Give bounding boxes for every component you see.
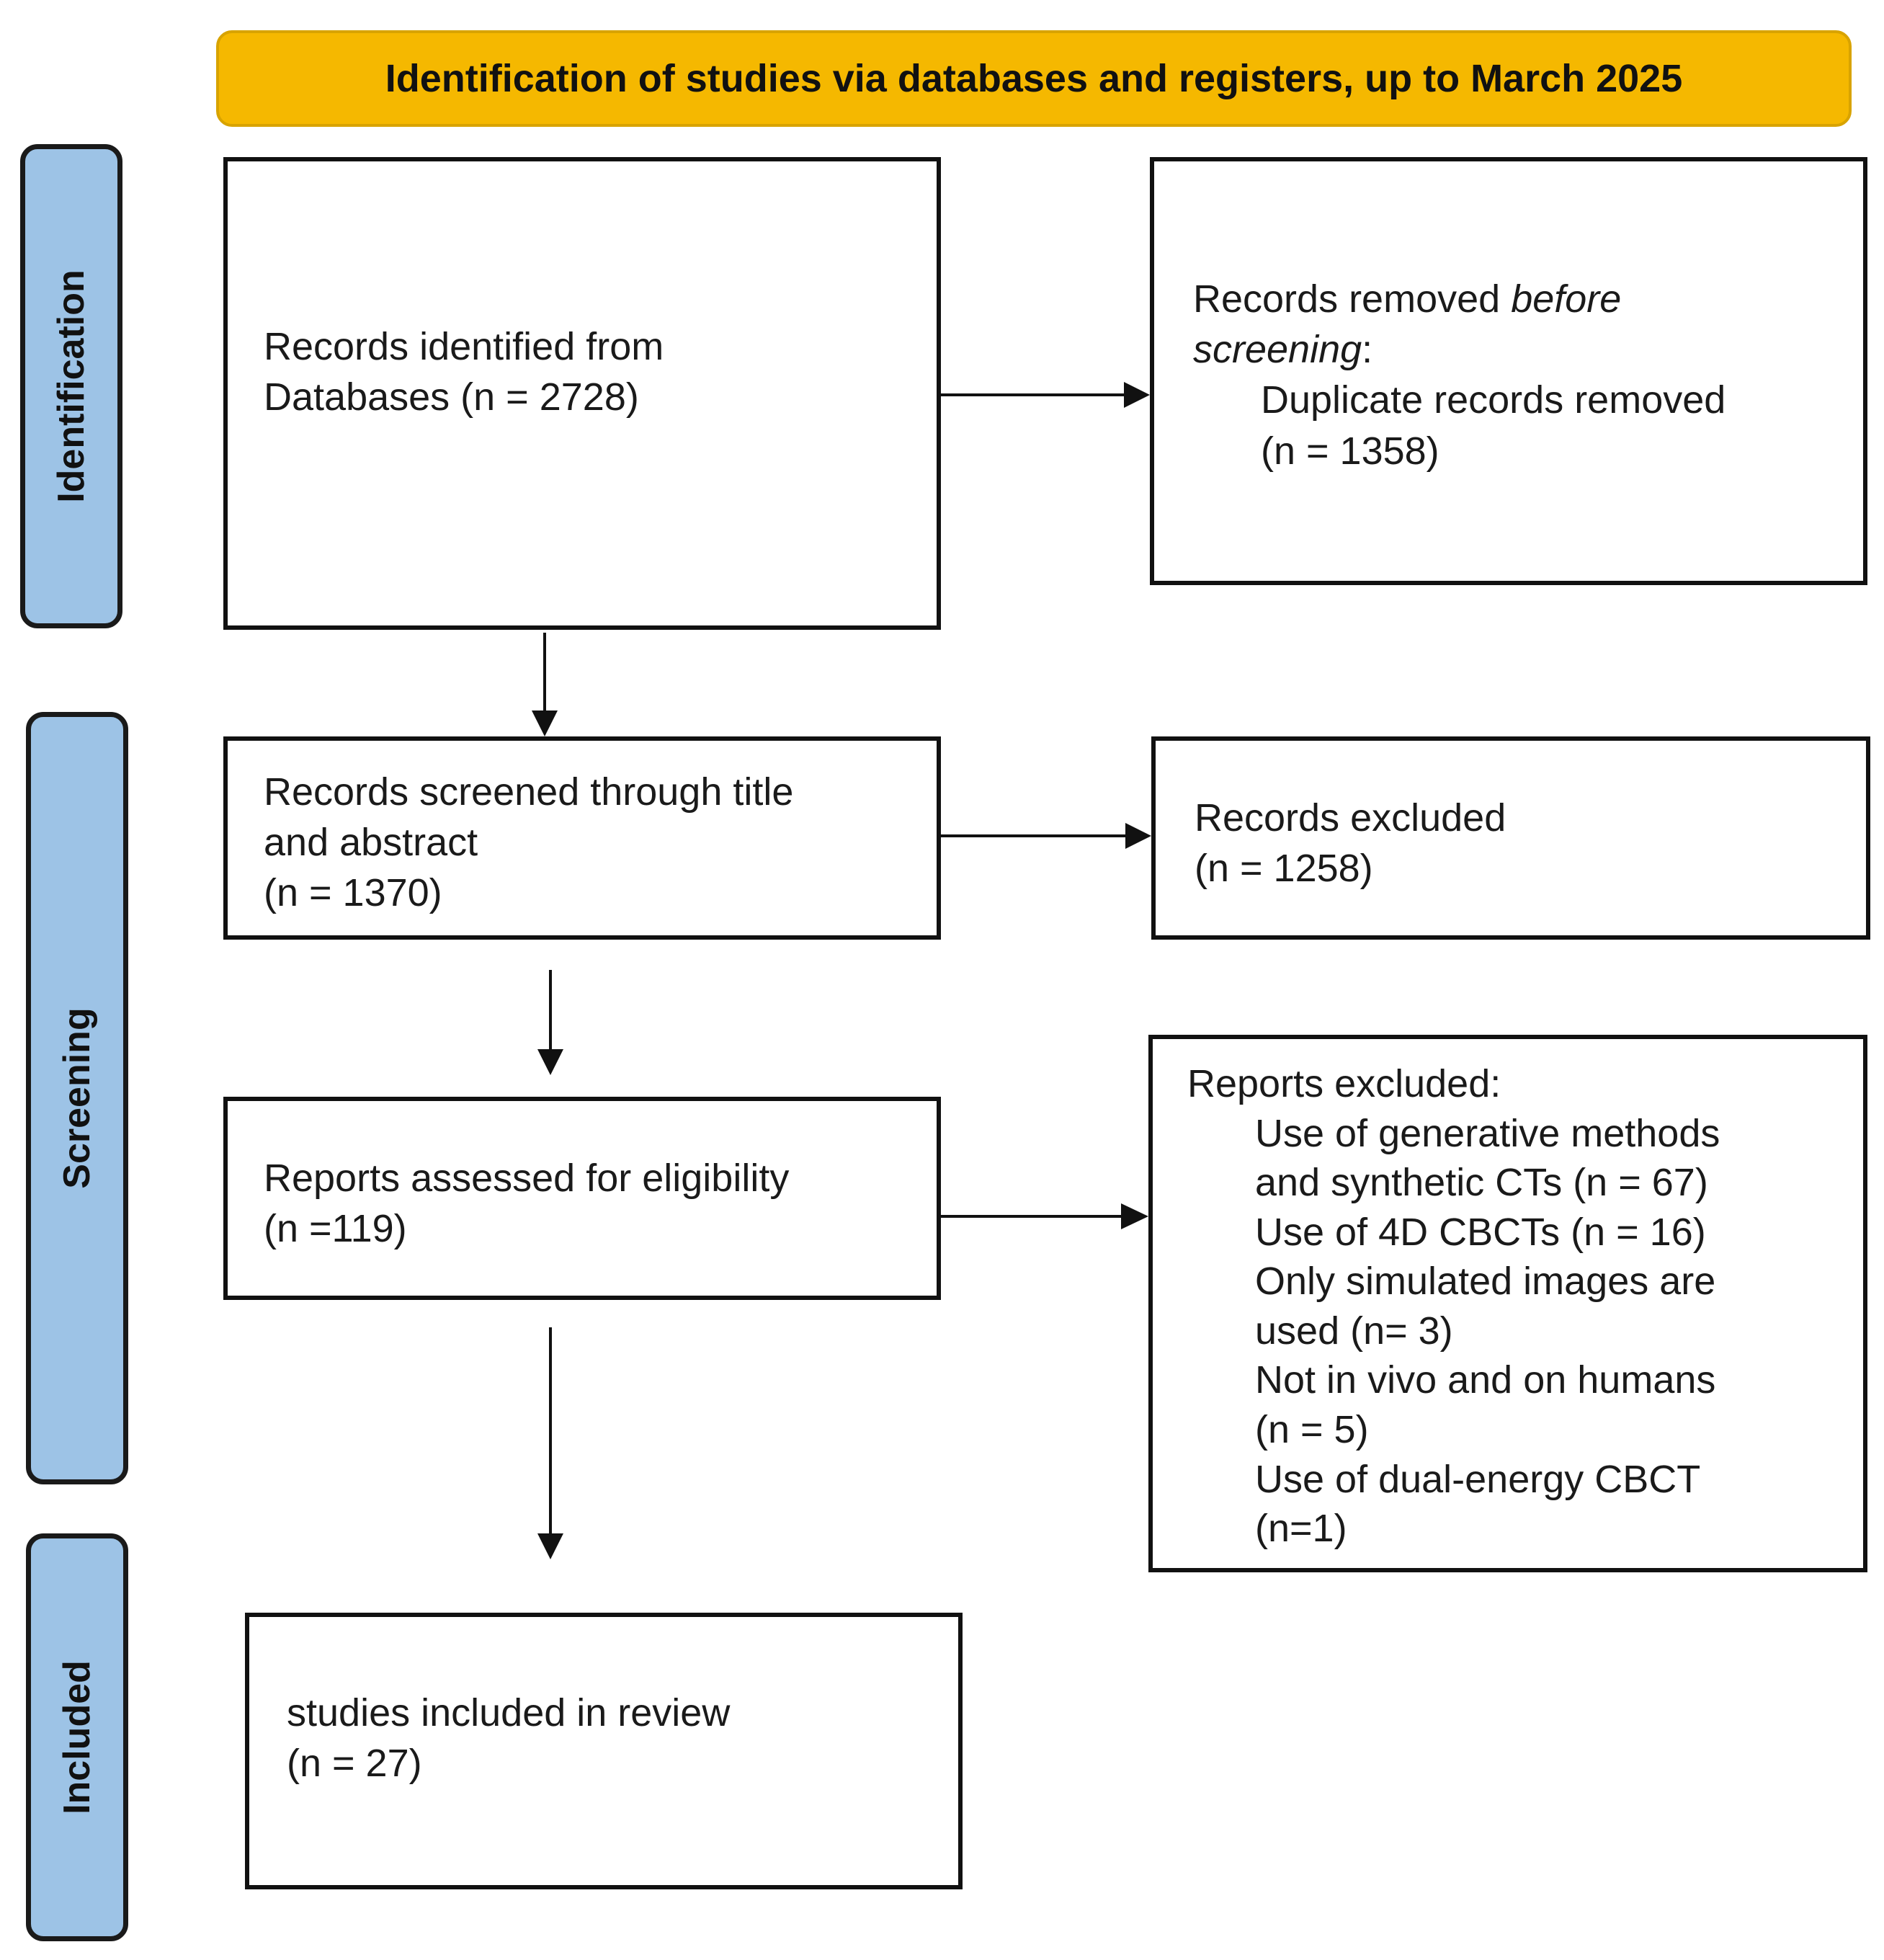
phase-header-banner: Identification of studies via databases …	[216, 30, 1852, 127]
studies-included-box: studies included in review (n = 27)	[245, 1613, 963, 1889]
records-removed-heading-2: screening:	[1193, 324, 1841, 375]
reports-assessed-line1: Reports assessed for eligibility	[264, 1157, 790, 1200]
reports-excluded-reason: (n=1)	[1255, 1507, 1347, 1551]
arrowhead-records-excluded	[1125, 823, 1151, 849]
records-screened-line3: (n = 1370)	[264, 871, 442, 915]
header-title: Identification of studies via databases …	[385, 57, 1683, 100]
reports-excluded-reason: and synthetic CTs (n = 67)	[1255, 1161, 1708, 1205]
reports-excluded-box: Reports excluded: Use of generative meth…	[1148, 1035, 1867, 1572]
phase-identification: Identification	[20, 144, 122, 628]
arrowhead-removed	[1124, 382, 1150, 408]
reports-excluded-reason: Use of generative methods	[1255, 1111, 1720, 1155]
reports-excluded-reason: Not in vivo and on humans	[1255, 1358, 1716, 1402]
arrowhead-reports-excluded	[1121, 1203, 1148, 1229]
duplicate-records-label: Duplicate records removed	[1261, 378, 1726, 422]
records-excluded-box: Records excluded (n = 1258)	[1151, 736, 1870, 940]
records-removed-prefix: Records removed	[1193, 277, 1512, 321]
records-identified-line1: Records identified from	[264, 325, 664, 368]
records-excluded-line2: (n = 1258)	[1195, 847, 1373, 891]
records-identified-box: Records identified from Databases (n = 2…	[223, 157, 941, 630]
reports-excluded-reason: used (n= 3)	[1255, 1309, 1453, 1353]
studies-included-line2: (n = 27)	[287, 1742, 422, 1786]
records-identified-line2: Databases (n = 2728)	[264, 375, 639, 419]
arrowhead-included	[537, 1533, 563, 1559]
records-excluded-line1: Records excluded	[1195, 796, 1506, 839]
reports-assessed-box: Reports assessed for eligibility (n =119…	[223, 1097, 941, 1300]
records-screened-line2: and abstract	[264, 821, 478, 865]
records-screened-line1: Records screened through title	[264, 770, 794, 814]
reports-excluded-reason: (n = 5)	[1255, 1408, 1369, 1452]
arrowhead-screened	[532, 710, 558, 736]
records-removed-heading: Records removed before	[1193, 274, 1841, 324]
arrowhead-assessed	[537, 1049, 563, 1075]
phase-included: Included	[26, 1533, 128, 1941]
phase-screening: Screening	[26, 712, 128, 1484]
reports-excluded-reason: Only simulated images are	[1255, 1260, 1716, 1304]
records-screened-box: Records screened through title and abstr…	[223, 736, 941, 940]
reports-excluded-reason: Use of 4D CBCTs (n = 16)	[1255, 1210, 1706, 1254]
reports-assessed-line2: (n =119)	[264, 1207, 407, 1251]
records-removed-screening: screening	[1193, 328, 1362, 372]
reports-excluded-title: Reports excluded:	[1187, 1062, 1501, 1105]
reports-excluded-reason: Use of dual-energy CBCT	[1255, 1457, 1701, 1501]
duplicate-records-count: (n = 1358)	[1261, 429, 1439, 473]
studies-included-line1: studies included in review	[287, 1691, 731, 1734]
records-removed-box: Records removed before screening: Duplic…	[1150, 157, 1867, 585]
records-removed-before: before	[1511, 277, 1622, 321]
records-removed-colon: :	[1362, 328, 1373, 372]
